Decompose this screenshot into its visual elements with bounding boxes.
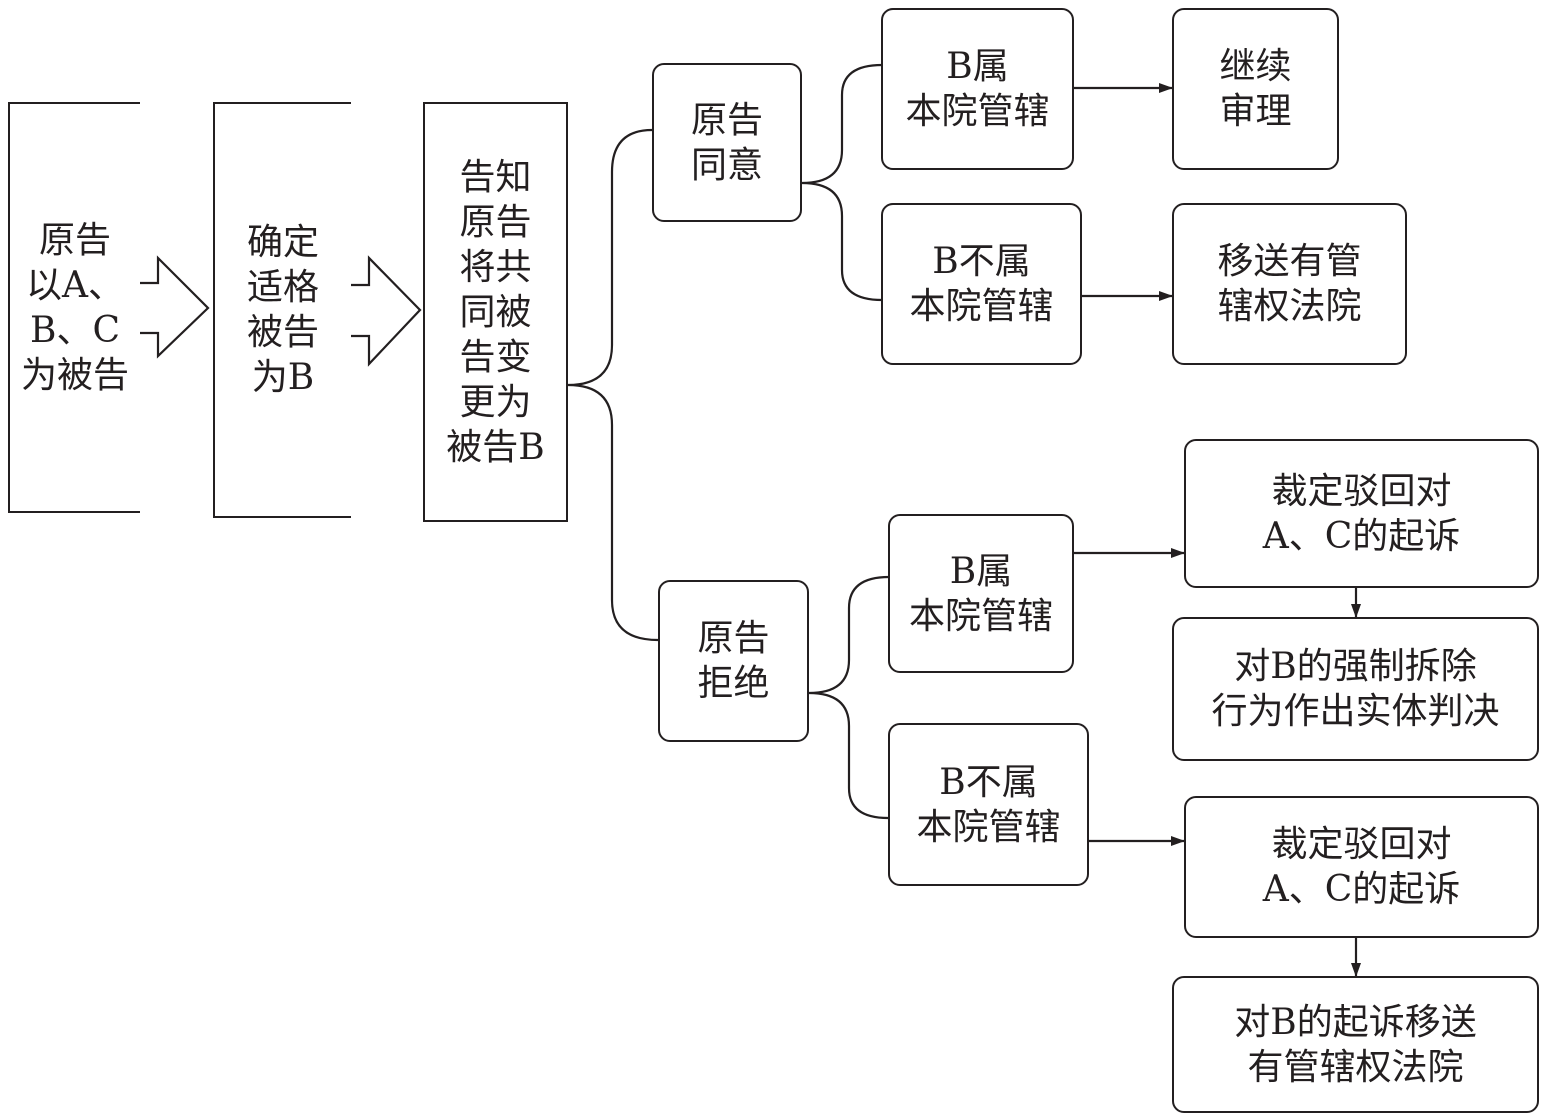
refuse-b-not-in-jurisdiction-text: B不属 本院管辖 xyxy=(916,761,1061,848)
plaintiff-sues-box: 原告 以A、 B、C 为被告 xyxy=(8,102,140,513)
agree-b-in-jurisdiction-box: B属 本院管辖 xyxy=(881,8,1074,170)
plaintiff-refuses-box: 原告 拒绝 xyxy=(658,580,809,742)
continue-trial-box: 继续 审理 xyxy=(1172,8,1339,170)
block-arrow-1 xyxy=(136,102,210,512)
continue-trial-text: 继续 审理 xyxy=(1219,46,1292,132)
determine-defendant-text: 确定 适格 被告 为B xyxy=(246,222,319,398)
brace-notify xyxy=(567,128,659,642)
plaintiff-agrees-text: 原告 同意 xyxy=(690,99,763,186)
dismiss-ac-text-2: 裁定驳回对 A、C的起诉 xyxy=(1262,824,1461,910)
agree-b-not-in-jurisdiction-text: B不属 本院管辖 xyxy=(909,241,1054,327)
brace-agree xyxy=(801,63,883,302)
brace-refuse xyxy=(808,575,890,820)
transfer-b-suit-text: 对B的起诉移送 有管辖权法院 xyxy=(1234,1001,1477,1088)
transfer-court-text: 移送有管 辖权法院 xyxy=(1217,241,1362,327)
transfer-b-suit-box: 对B的起诉移送 有管辖权法院 xyxy=(1172,976,1539,1113)
dismiss-ac-box-1: 裁定驳回对 A、C的起诉 xyxy=(1184,439,1539,588)
determine-defendant-box: 确定 适格 被告 为B xyxy=(213,102,351,518)
refuse-b-in-jurisdiction-text: B属 本院管辖 xyxy=(908,550,1053,637)
notify-plaintiff-text: 告知 原告 将共 同被 告变 更为 被告B xyxy=(446,156,545,468)
block-arrow-2 xyxy=(347,102,422,517)
dismiss-ac-text-1: 裁定驳回对 A、C的起诉 xyxy=(1262,470,1461,557)
transfer-court-box: 移送有管 辖权法院 xyxy=(1172,203,1407,365)
refuse-b-in-jurisdiction-box: B属 本院管辖 xyxy=(888,514,1074,673)
plaintiff-agrees-box: 原告 同意 xyxy=(652,63,802,222)
plaintiff-sues-text: 原告 以A、 B、C 为被告 xyxy=(20,219,129,396)
refuse-b-not-in-jurisdiction-box: B不属 本院管辖 xyxy=(888,723,1089,886)
plaintiff-refuses-text: 原告 拒绝 xyxy=(697,618,770,704)
agree-b-in-jurisdiction-text: B属 本院管辖 xyxy=(905,46,1050,132)
judgment-on-b-box: 对B的强制拆除 行为作出实体判决 xyxy=(1172,617,1539,761)
dismiss-ac-box-2: 裁定驳回对 A、C的起诉 xyxy=(1184,796,1539,938)
judgment-on-b-text: 对B的强制拆除 行为作出实体判决 xyxy=(1211,646,1500,732)
agree-b-not-in-jurisdiction-box: B不属 本院管辖 xyxy=(881,203,1082,365)
notify-plaintiff-box: 告知 原告 将共 同被 告变 更为 被告B xyxy=(423,102,568,522)
